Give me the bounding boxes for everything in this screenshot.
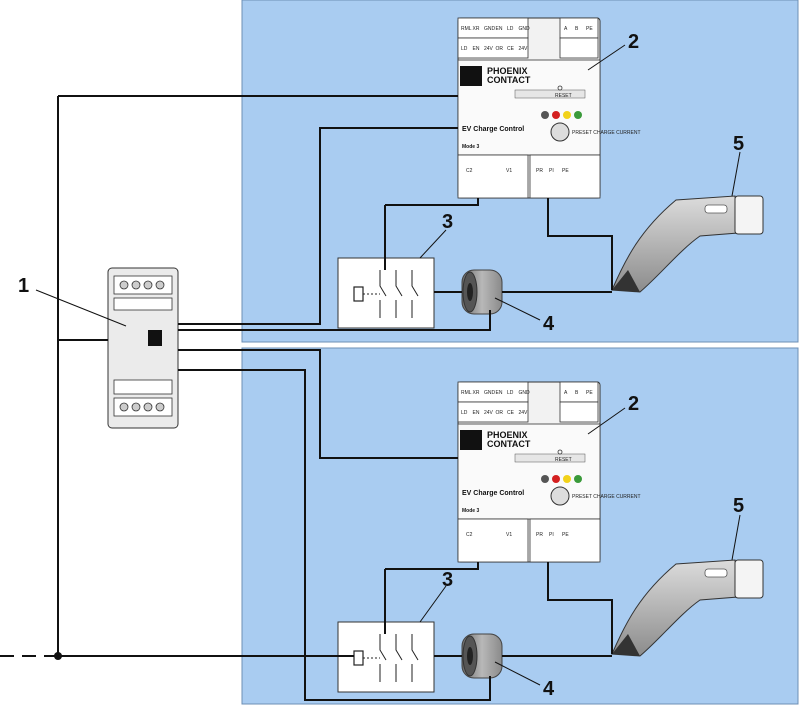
reset-label: RESET — [555, 457, 572, 463]
callout-4-lower: 4 — [543, 678, 555, 700]
brand-line2: CONTACT — [487, 75, 531, 85]
terminal-label: XR — [473, 26, 480, 32]
controller-mode: Mode 3 — [462, 508, 479, 514]
brand-line2: CONTACT — [487, 439, 531, 449]
terminal-label: PE — [586, 390, 593, 396]
brand-line1: PHOENIX — [487, 66, 528, 76]
knob-label: PRESET CHARGE CURRENT — [572, 494, 641, 500]
controller-mode: Mode 3 — [462, 144, 479, 150]
terminal-label: PR — [536, 532, 543, 538]
terminal-label: CE — [507, 410, 515, 416]
callout-3-lower: 3 — [442, 569, 453, 591]
terminal-label: 24V — [519, 410, 529, 416]
callout-2-upper: 2 — [628, 31, 639, 53]
terminal-label: PI — [549, 168, 554, 174]
terminal-label: OR — [496, 46, 504, 52]
terminal-label: CE — [507, 46, 515, 52]
terminal-label: EN — [473, 46, 480, 52]
terminal-label: B — [575, 26, 579, 32]
terminal-label: RML — [461, 390, 472, 396]
terminal-label: A — [564, 26, 568, 32]
terminal-label: LD — [461, 410, 468, 416]
callout-5-lower: 5 — [733, 495, 744, 517]
callout-5-upper: 5 — [733, 133, 744, 155]
callout-2-lower: 2 — [628, 393, 639, 415]
terminal-label: PR — [536, 168, 543, 174]
terminal-label: PI — [549, 532, 554, 538]
terminal-label: PE — [586, 26, 593, 32]
terminal-label: LD — [461, 46, 468, 52]
knob-label: PRESET CHARGE CURRENT — [572, 130, 641, 136]
terminal-label: C2 — [466, 532, 473, 538]
distribution-device — [107, 267, 179, 429]
terminal-label: B — [575, 390, 579, 396]
terminal-label: C2 — [466, 168, 473, 174]
terminal-label: RML — [461, 26, 472, 32]
terminal-label: V1 — [506, 532, 512, 538]
callout-leaders — [35, 44, 741, 686]
terminal-label: EN — [473, 410, 480, 416]
lower-controller-labels: PHOENIX CONTACT EV Charge Control Mode 3… — [462, 430, 641, 514]
terminal-label: OR — [496, 410, 504, 416]
terminal-label: PE — [562, 532, 569, 538]
terminal-label: 24V — [484, 46, 494, 52]
callout-1: 1 — [18, 275, 29, 297]
terminal-label: GND — [519, 390, 531, 396]
controller-title: EV Charge Control — [462, 126, 524, 133]
terminal-label: V1 — [506, 168, 512, 174]
terminal-label: LD — [507, 26, 514, 32]
terminal-label: 24V — [519, 46, 529, 52]
terminal-label: EN — [496, 26, 503, 32]
terminal-label: GND — [484, 390, 496, 396]
brand-line1: PHOENIX — [487, 430, 528, 440]
terminal-label: GND — [519, 26, 531, 32]
terminal-label: 24V — [484, 410, 494, 416]
terminal-label: PE — [562, 168, 569, 174]
callout-3-upper: 3 — [442, 211, 453, 233]
terminal-label: A — [564, 390, 568, 396]
terminal-label: GND — [484, 26, 496, 32]
terminal-label: LD — [507, 390, 514, 396]
terminal-label: XR — [473, 390, 480, 396]
upper-controller-labels: PHOENIX CONTACT EV Charge Control Mode 3… — [462, 66, 641, 150]
reset-label: RESET — [555, 93, 572, 99]
terminal-label: EN — [496, 390, 503, 396]
main-wiring — [0, 95, 491, 701]
controller-title: EV Charge Control — [462, 490, 524, 497]
callout-4-upper: 4 — [543, 313, 555, 335]
